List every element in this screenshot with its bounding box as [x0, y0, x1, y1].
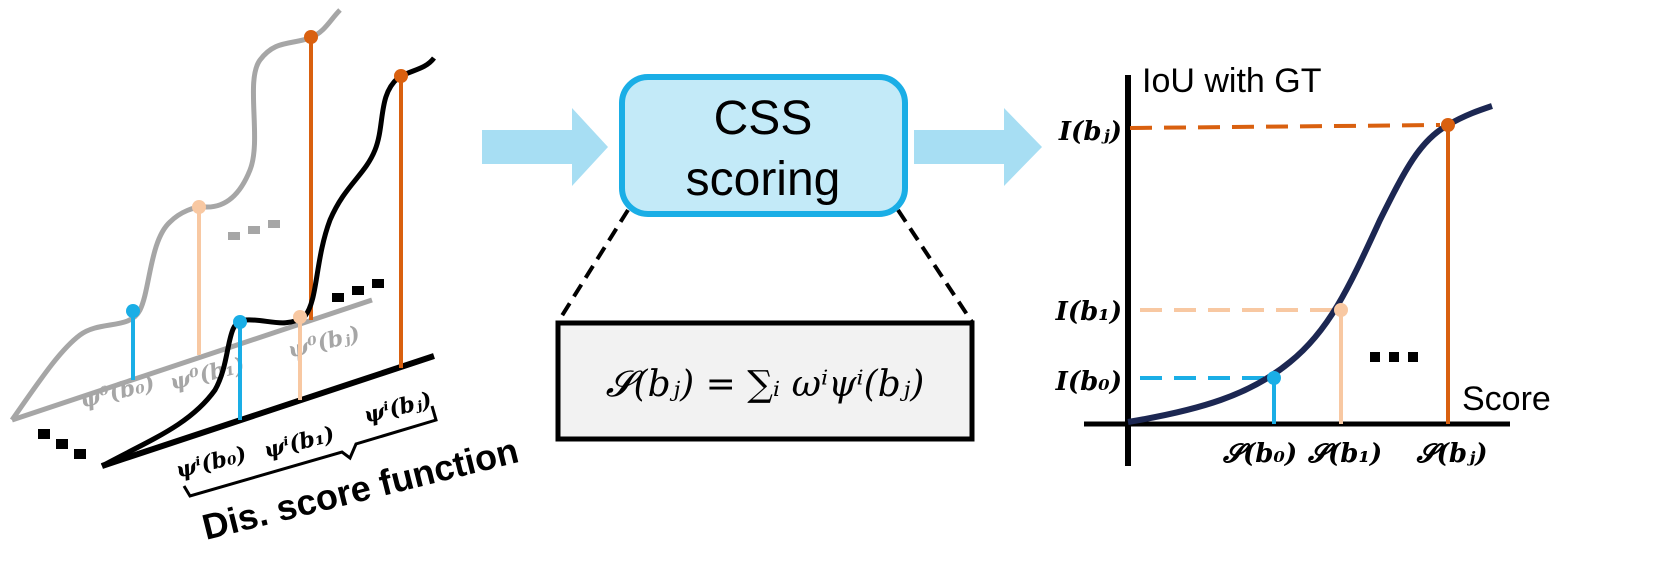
depth-ellipsis	[38, 429, 86, 459]
iou-score-curve	[1127, 103, 1493, 425]
css-scoring-box	[619, 74, 908, 217]
right-panel: IoU with GT Score I(bⱼ) I(b₁) I(b₀) 𝓢(b₀…	[1055, 62, 1551, 469]
x-tick-bj: 𝓢(bⱼ)	[1415, 439, 1487, 469]
front-point-b0	[233, 315, 247, 329]
back-point-b1	[192, 200, 206, 214]
point-bj	[1441, 118, 1455, 132]
arrow-right	[914, 108, 1042, 186]
x-axis-label: Score	[1462, 380, 1551, 418]
center-panel: CSS scoring 𝓢(bⱼ) = ∑ᵢ ωⁱψⁱ(bⱼ)	[555, 74, 975, 442]
back-point-bj	[304, 30, 318, 44]
css-box-line2: scoring	[686, 153, 841, 206]
front-label-b0: ψⁱ(b₀)	[173, 441, 249, 484]
y-tick-bj: I(bⱼ)	[1058, 117, 1122, 147]
brace-label: Dis. score function	[198, 430, 522, 548]
x-tick-b0: 𝓢(b₀)	[1222, 439, 1297, 469]
back-label-b0: ψ⁰(b₀)	[77, 370, 157, 414]
css-box-line1: CSS	[714, 92, 813, 145]
left-panel: ψ⁰(b₀) ψ⁰(b₁) ψ⁰(bⱼ) ψⁱ(b₀) ψⁱ(b₁) ψⁱ(bⱼ…	[9, 8, 522, 548]
point-b1	[1334, 303, 1348, 317]
zoom-line-left	[556, 208, 630, 324]
y-tick-b1: I(b₁)	[1055, 297, 1122, 327]
arrow-left	[482, 108, 608, 186]
point-b0	[1267, 371, 1281, 385]
front-ellipsis	[332, 279, 384, 302]
front-point-b1	[293, 310, 307, 324]
x-tick-b1: 𝓢(b₁)	[1307, 439, 1382, 469]
formula: 𝓢(bⱼ) = ∑ᵢ ωⁱψⁱ(bⱼ)	[606, 364, 925, 405]
formula-box	[555, 320, 975, 442]
back-point-b0	[126, 304, 140, 318]
front-point-bj	[394, 69, 408, 83]
front-score-curve	[100, 56, 436, 469]
y-axis-label: IoU with GT	[1142, 62, 1321, 100]
front-score-axis	[101, 353, 435, 469]
zoom-line-right	[896, 208, 974, 324]
guide-bj-horizontal	[1129, 123, 1441, 130]
back-label-b1: ψ⁰(b₁)	[167, 352, 247, 396]
back-ellipsis	[228, 220, 280, 240]
back-score-axis	[11, 297, 373, 423]
y-tick-b0: I(b₀)	[1055, 367, 1122, 397]
right-ellipsis	[1370, 352, 1418, 362]
brace	[182, 405, 438, 498]
